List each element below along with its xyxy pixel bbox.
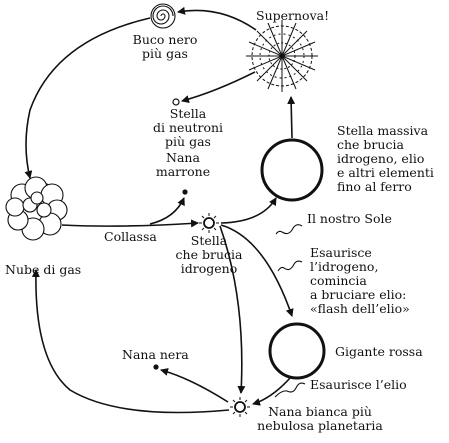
arrow-white-dwarf-to-gas (31, 269, 230, 414)
label-helium-flash: Esaurisce l’idrogeno, comincia a bruciar… (310, 245, 410, 316)
label-brown-dwarf: Nana marrone (155, 150, 211, 179)
white-dwarf-icon (230, 397, 250, 417)
arrow-star-to-red-giant (220, 224, 294, 317)
pointer-helium-flash (277, 260, 303, 272)
label-our-sun: Il nostro Sole (307, 211, 392, 226)
label-helium-exhausted: Esaurisce l’elio (310, 377, 407, 392)
arrow-massive-to-supernova (287, 96, 296, 139)
black-dwarf-icon (153, 364, 159, 370)
arrow-supernova-to-neutron (181, 71, 256, 104)
arrow-supernova-to-black-hole (177, 6, 257, 31)
label-gas-cloud: Nube di gas (5, 262, 82, 277)
arrow-red-giant-to-white-dwarf (252, 377, 291, 406)
label-black-dwarf: Nana nera (122, 347, 189, 362)
label-white-dwarf: Nana bianca più nebulosa planetaria (257, 404, 383, 433)
label-hydrogen-star: Stella che brucia idrogeno (175, 233, 243, 276)
label-massive-star: Stella massiva che brucia idrogeno, elio… (337, 123, 434, 194)
hydrogen-star-icon (199, 213, 219, 233)
arrow-star-to-massive (220, 197, 277, 224)
label-neutron-star: Stella di neutroni più gas (152, 106, 224, 149)
pointer-helium-exhausted (274, 382, 306, 398)
arrow-black-hole-to-gas (24, 17, 151, 179)
gas-cloud-icon (5, 176, 68, 241)
label-supernova: Supernova! (256, 8, 330, 23)
supernova-icon (246, 20, 318, 92)
arrow-to-black-dwarf (160, 368, 229, 403)
massive-star-icon (260, 138, 324, 202)
label-red-giant: Gigante rossa (335, 344, 423, 359)
arrow-gas-to-star (61, 219, 199, 228)
red-giant-icon (268, 322, 326, 380)
label-black-hole: Buco nero più gas (132, 32, 198, 61)
black-hole-icon (150, 3, 176, 29)
arrow-star-to-white-dwarf (219, 225, 246, 394)
neutron-star-icon (172, 98, 180, 106)
pointer-our-sun (275, 224, 303, 235)
brown-dwarf-icon (182, 189, 188, 195)
label-collapse: Collassa (104, 229, 157, 244)
arrow-to-brown-dwarf (149, 197, 185, 225)
